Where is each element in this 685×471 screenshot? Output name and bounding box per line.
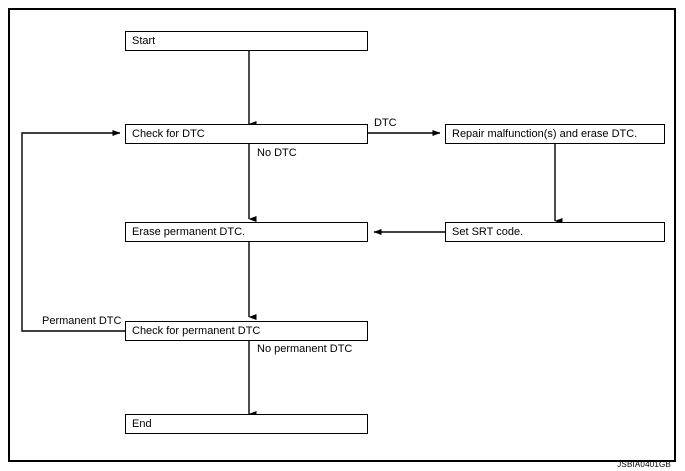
node-check-for-dtc-label: Check for DTC	[132, 127, 205, 140]
edge-label-no-permanent-dtc: No permanent DTC	[255, 343, 355, 355]
diagram-border	[8, 8, 676, 462]
edge-label-no-dtc: No DTC	[255, 147, 299, 159]
node-check-for-permanent-dtc[interactable]: Check for permanent DTC	[125, 321, 368, 341]
node-check-for-dtc[interactable]: Check for DTC	[125, 124, 368, 144]
node-set-srt-code-label: Set SRT code.	[452, 225, 524, 238]
node-erase-permanent-dtc-label: Erase permanent DTC.	[132, 225, 246, 238]
node-repair-malfunctions-label: Repair malfunction(s) and erase DTC.	[452, 127, 638, 140]
node-start-label: Start	[132, 34, 156, 47]
edge-label-dtc: DTC	[372, 117, 399, 129]
node-set-srt-code[interactable]: Set SRT code.	[445, 222, 665, 242]
edge-permanent-dtc-feedback	[21, 130, 125, 332]
edge-label-permanent-dtc: Permanent DTC	[40, 315, 124, 327]
node-erase-permanent-dtc[interactable]: Erase permanent DTC.	[125, 222, 368, 242]
node-repair-malfunctions[interactable]: Repair malfunction(s) and erase DTC.	[445, 124, 665, 144]
node-end[interactable]: End	[125, 414, 368, 434]
node-start[interactable]: Start	[125, 31, 368, 51]
figure-id-watermark: JSBIA0401GB	[617, 460, 671, 469]
node-end-label: End	[132, 417, 152, 430]
node-check-for-permanent-dtc-label: Check for permanent DTC	[132, 324, 261, 337]
